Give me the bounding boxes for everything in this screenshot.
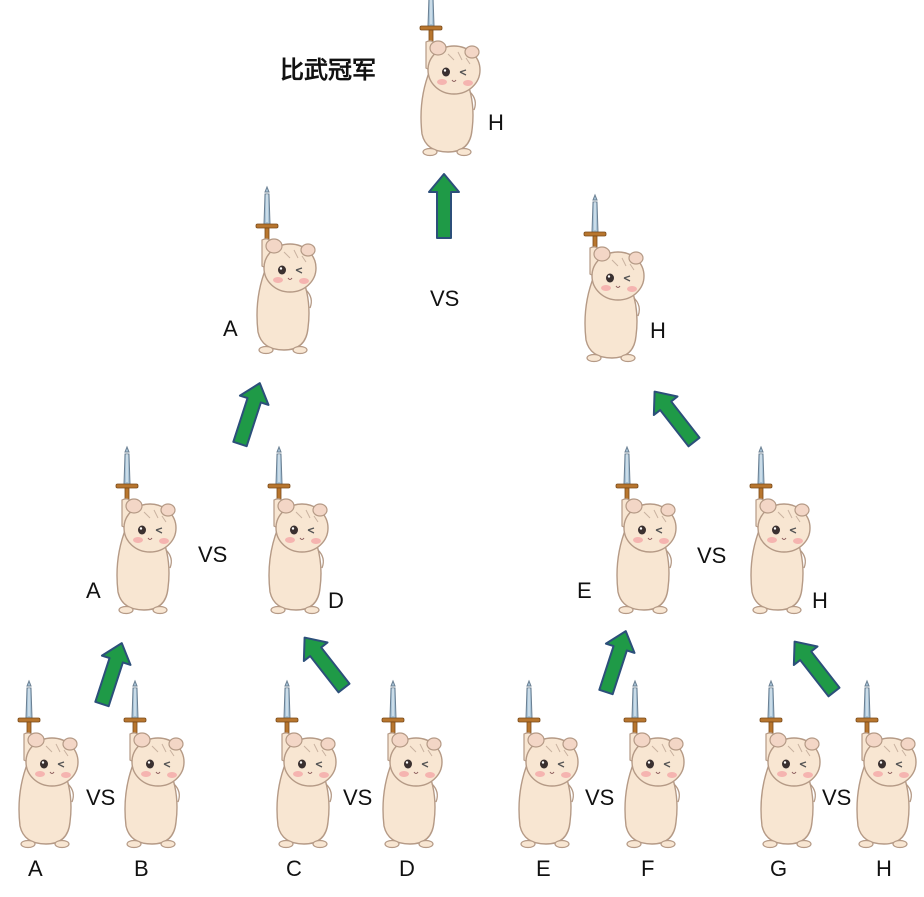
champion-label: H (488, 112, 504, 134)
round1-label-1: A (28, 858, 43, 880)
vs-label-qf-left: VS (198, 544, 227, 566)
green-arrow-icon-semi-right (643, 382, 706, 451)
green-arrow-icon-qf-a (88, 638, 136, 708)
hamster-with-sword-icon-semifinal-right (584, 195, 644, 362)
semifinal-right-label: H (650, 320, 666, 342)
hamster-with-sword-icon-r1-h (856, 681, 916, 848)
green-arrow-icon-semi-left (226, 378, 274, 448)
round1-label-8: H (876, 858, 892, 880)
hamster-with-sword-icon-quarterfinal-a (116, 447, 176, 614)
round1-label-2: B (134, 858, 149, 880)
quarterfinal-label-2: D (328, 590, 344, 612)
hamster-with-sword-icon-quarterfinal-h (750, 447, 810, 614)
vs-label-r1-4: VS (822, 787, 851, 809)
hamster-with-sword-icon-r1-c (276, 681, 336, 848)
semifinal-left-label: A (223, 318, 238, 340)
round1-label-3: C (286, 858, 302, 880)
green-arrow-icon-qf-h (783, 632, 846, 701)
hamster-with-sword-icon-r1-g (760, 681, 820, 848)
hamster-with-sword-icon-r1-a (18, 681, 78, 848)
hamster-with-sword-icon-r1-d (382, 681, 442, 848)
quarterfinal-label-3: E (577, 580, 592, 602)
round1-label-5: E (536, 858, 551, 880)
diagram-title: 比武冠军 (280, 58, 376, 82)
hamster-with-sword-icon-r1-b (124, 681, 184, 848)
round1-label-4: D (399, 858, 415, 880)
vs-label-r1-1: VS (86, 787, 115, 809)
quarterfinal-label-1: A (86, 580, 101, 602)
vs-label-final: VS (430, 288, 459, 310)
green-arrow-icon-qf-d (293, 628, 356, 697)
quarterfinal-label-4: H (812, 590, 828, 612)
hamster-with-sword-icon-quarterfinal-e (616, 447, 676, 614)
vs-label-r1-3: VS (585, 787, 614, 809)
hamster-with-sword-icon-r1-e (518, 681, 578, 848)
hamster-with-sword-icon-champion (420, 0, 480, 156)
hamster-with-sword-icon-semifinal-left (256, 187, 316, 354)
round1-label-7: G (770, 858, 787, 880)
round1-label-6: F (641, 858, 654, 880)
hamster-with-sword-icon-r1-f (624, 681, 684, 848)
hamster-with-sword-icon-quarterfinal-d (268, 447, 328, 614)
vs-label-r1-2: VS (343, 787, 372, 809)
vs-label-qf-right: VS (697, 545, 726, 567)
green-arrow-icon-final (429, 174, 459, 238)
